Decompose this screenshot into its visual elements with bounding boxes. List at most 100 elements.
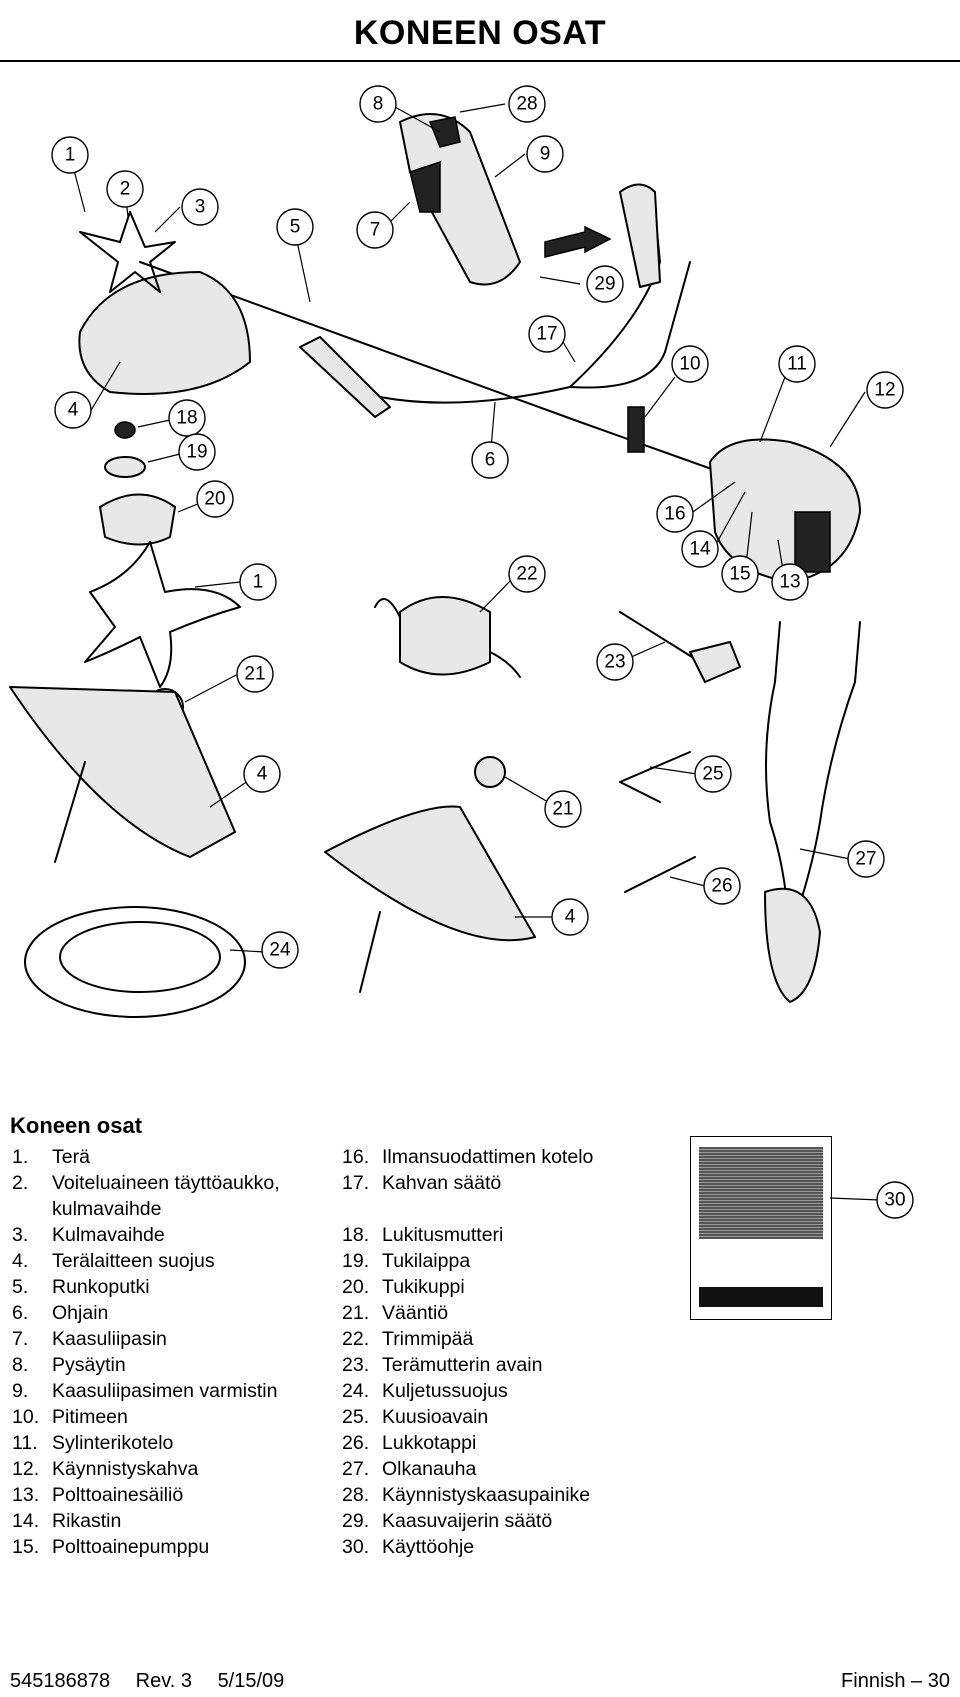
svg-text:21: 21 [552,799,573,820]
list-item: 12.Käynnistyskahva [12,1458,199,1480]
svg-text:24: 24 [269,940,291,961]
list-spacer [342,1196,672,1222]
callout-23: 23 [596,643,634,681]
svg-text:12: 12 [874,380,895,401]
callout-1: 1 [51,136,89,174]
callout-19: 19 [178,433,216,471]
callout-3: 3 [181,188,219,226]
list-item: 17.Kahvan säätö [342,1172,502,1194]
date: 5/15/09 [217,1670,285,1692]
callout-20: 20 [196,480,234,518]
callout-4-guard: 4 [243,755,281,793]
operator-manual-illustration [690,1136,832,1320]
callout-6: 6 [471,441,509,479]
svg-text:1: 1 [65,145,76,166]
footer-left: 545186878 Rev. 3 5/15/09 [10,1670,304,1693]
parts-list-right: 16.Ilmansuodattimen kotelo 17.Kahvan sää… [342,1144,672,1560]
callout-28: 28 [508,85,546,123]
svg-text:8: 8 [373,94,384,115]
parts-list-left: 1.Terä 2.Voiteluaineen täyttöaukko, kulm… [12,1144,332,1560]
callout-7: 7 [356,211,394,249]
callout-21: 21 [236,655,274,693]
part-number: 545186878 [10,1670,111,1692]
svg-text:28: 28 [516,94,537,115]
svg-text:10: 10 [679,354,700,375]
callout-17: 17 [528,315,566,353]
list-item: 6.Ohjain [12,1302,109,1324]
list-item: 25.Kuusioavain [342,1406,489,1428]
svg-text:13: 13 [779,572,800,593]
list-item: 9.Kaasuliipasimen varmistin [12,1380,278,1402]
trimmer-illustration [78,113,861,583]
callout-16: 16 [656,495,694,533]
callout-8: 8 [359,85,397,123]
svg-text:16: 16 [664,504,685,525]
svg-text:6: 6 [485,450,496,471]
list-item: 26.Lukkotappi [342,1432,477,1454]
callout-24: 24 [261,931,299,969]
svg-text:26: 26 [711,876,732,897]
small-parts [9,421,861,1018]
callout-15: 15 [721,555,759,593]
svg-text:4: 4 [68,400,79,421]
callout-4-b: 4 [551,898,589,936]
svg-text:1: 1 [253,572,264,593]
svg-text:15: 15 [729,564,750,585]
callout-5: 5 [276,208,314,246]
manual-callout: 30 [830,1181,914,1219]
svg-text:21: 21 [244,664,265,685]
list-item: kulmavaihde [52,1198,162,1220]
svg-text:29: 29 [594,274,615,295]
list-item: 19.Tukilaippa [342,1250,471,1272]
list-item: 8.Pysäytin [12,1354,126,1376]
list-item: 3.Kulmavaihde [12,1224,165,1246]
svg-text:19: 19 [186,442,207,463]
callout-26: 26 [703,867,741,905]
svg-text:9: 9 [540,144,551,165]
list-item: 11.Sylinterikotelo [12,1432,174,1454]
list-item: 21.Vääntiö [342,1302,449,1324]
callout-13: 13 [771,563,809,601]
title-rule [0,60,960,62]
svg-text:3: 3 [195,197,206,218]
list-item: 5.Runkoputki [12,1276,150,1298]
list-item: 4.Terälaitteen suojus [12,1250,215,1272]
page-title: KONEEN OSAT [353,14,607,52]
list-item: 22.Trimmipää [342,1328,474,1350]
page-number: Finnish – 30 [841,1670,950,1692]
revision: Rev. 3 [135,1670,192,1692]
list-item: 15.Polttoainepumppu [12,1536,210,1558]
svg-text:4: 4 [565,907,576,928]
callout-22: 22 [508,555,546,593]
svg-text:11: 11 [787,354,807,375]
callout-11: 11 [778,345,816,383]
callout-30: 30 [876,1181,914,1219]
callout-group: 1 2 3 5 7 8 28 9 29 17 10 11 12 4 18 19 … [51,85,904,969]
list-item: 1.Terä [12,1146,90,1168]
callout-9: 9 [526,135,564,173]
svg-text:4: 4 [257,764,268,785]
list-item: 2.Voiteluaineen täyttöaukko, [12,1172,280,1194]
list-item: 30.Käyttöohje [342,1536,475,1558]
list-item: 14.Rikastin [12,1510,122,1532]
list-item: 18.Lukitusmutteri [342,1224,504,1246]
manual-black-bar [699,1287,823,1307]
svg-text:25: 25 [702,764,723,785]
callout-4: 4 [54,391,92,429]
svg-text:17: 17 [536,324,557,345]
list-item: 7.Kaasuliipasin [12,1328,167,1350]
list-item: 29.Kaasuvaijerin säätö [342,1510,553,1532]
callout-10: 10 [671,345,709,383]
list-item: 24.Kuljetussuojus [342,1380,508,1402]
callout-14: 14 [681,530,719,568]
list-item: 27.Olkanauha [342,1458,477,1480]
list-item: 20.Tukikuppi [342,1276,465,1298]
list-item: 16.Ilmansuodattimen kotelo [342,1146,594,1168]
callout-29: 29 [586,265,624,303]
svg-text:20: 20 [204,489,225,510]
svg-text:2: 2 [120,179,131,200]
svg-text:14: 14 [689,539,711,560]
callout-12: 12 [866,371,904,409]
list-item: 28.Käynnistyskaasupainike [342,1484,591,1506]
svg-text:7: 7 [370,220,381,241]
